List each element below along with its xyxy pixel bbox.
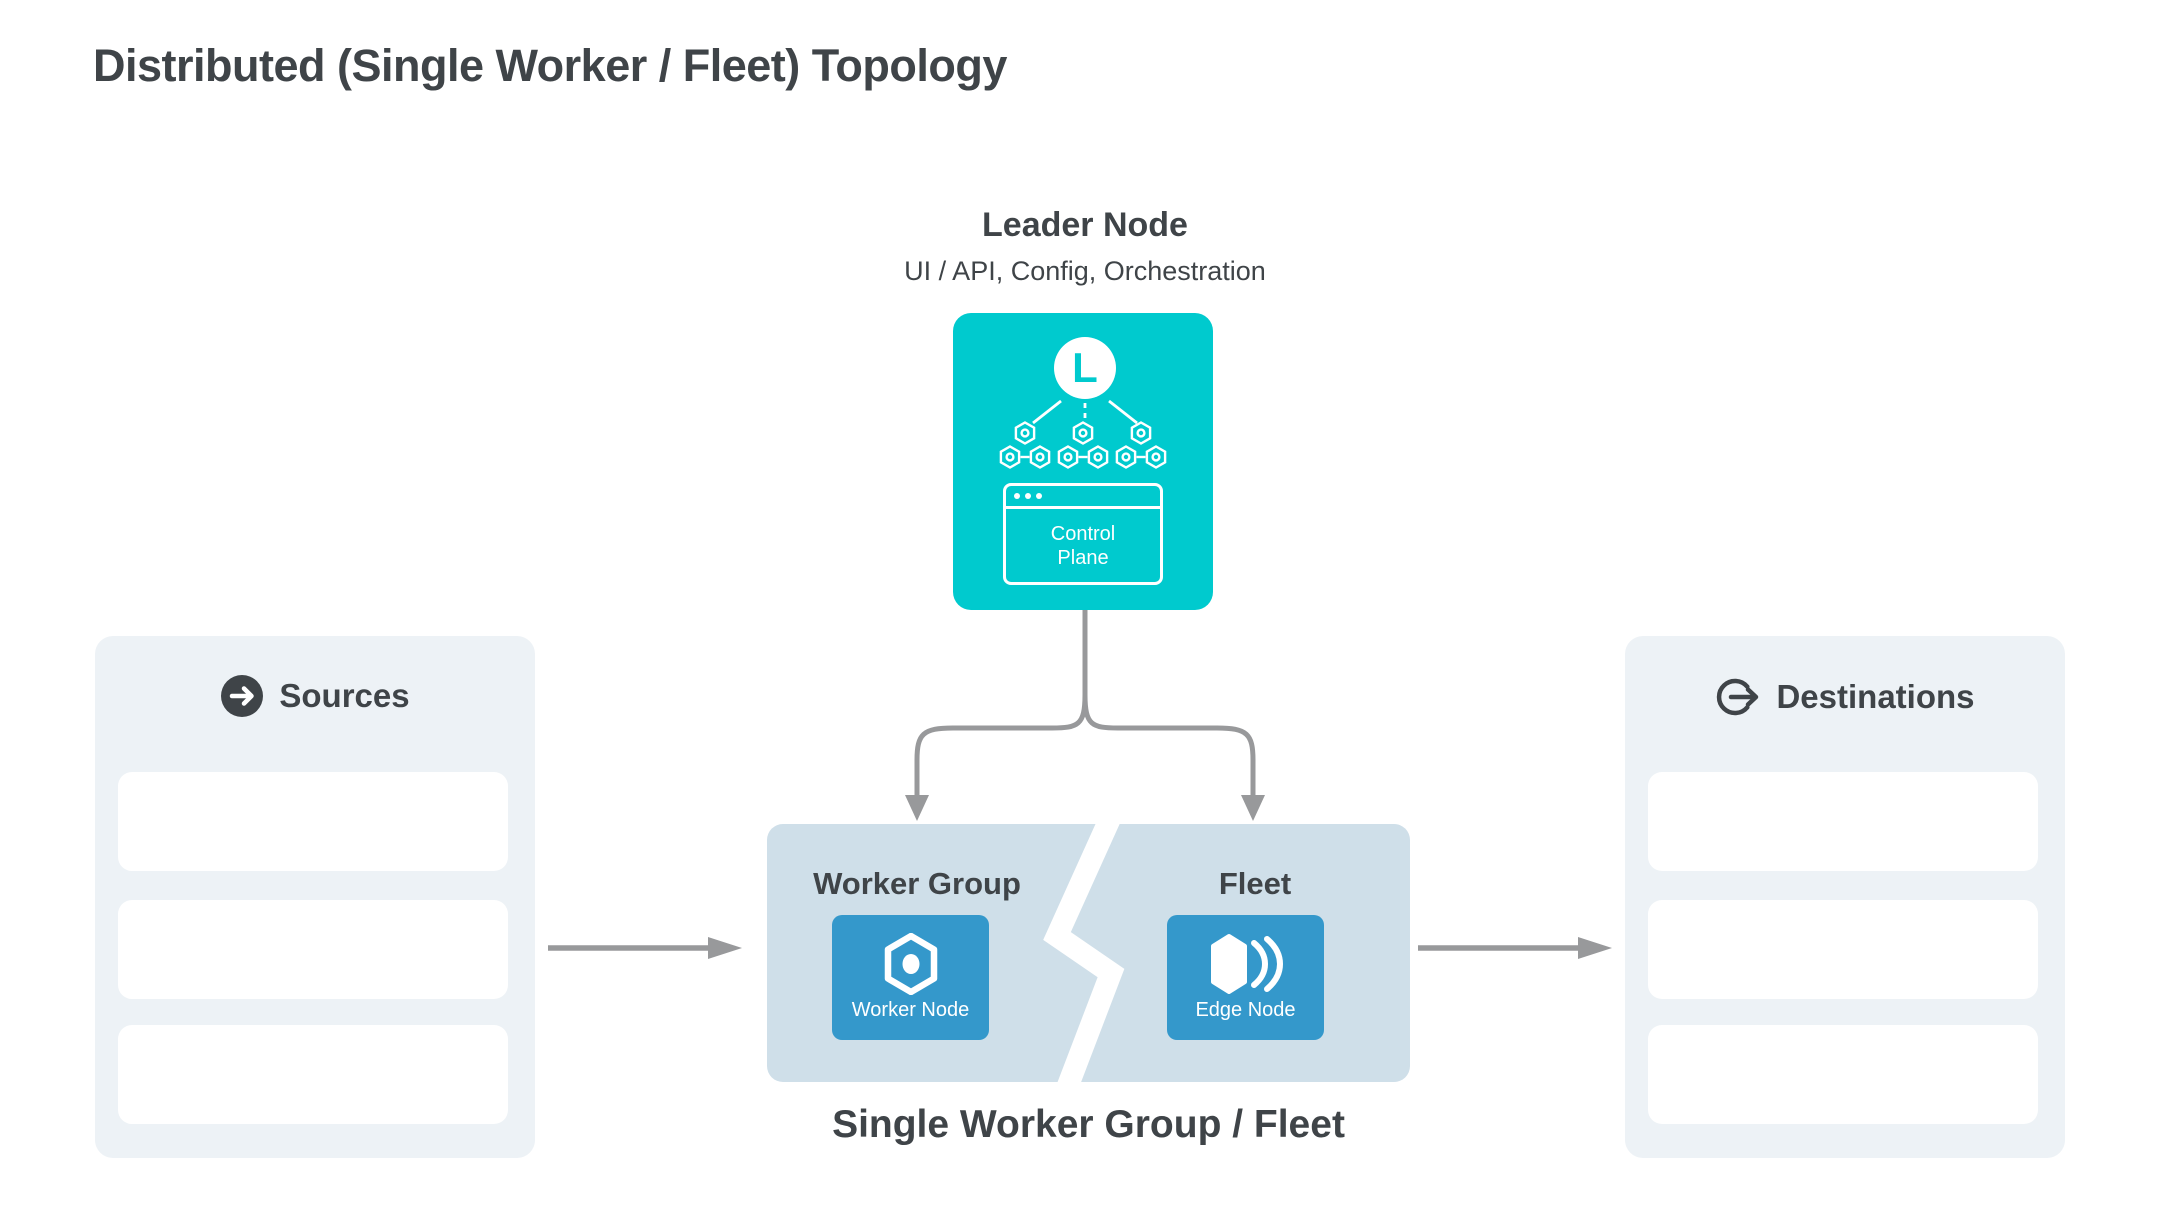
control-plane-label: Control Plane [1006, 509, 1160, 582]
source-slot [118, 1025, 508, 1124]
control-plane-line1: Control [1050, 522, 1116, 545]
destination-slot [1648, 772, 2038, 871]
control-plane-window-icon: Control Plane [1003, 483, 1163, 585]
window-dot-icon [1014, 493, 1020, 499]
sources-label: Sources [279, 677, 410, 714]
edge-node-label: Edge Node [1195, 999, 1296, 1021]
worker-node-icon [884, 933, 937, 995]
group-to-destinations-arrow [1418, 937, 1612, 959]
leader-node-heading: Leader Node [982, 206, 1188, 244]
destination-slot [1648, 1025, 2038, 1124]
destinations-header: Destinations [1625, 636, 2065, 720]
leader-node-card: L [953, 313, 1213, 610]
sources-header: Sources [95, 636, 535, 718]
worker-node-card: Worker Node [832, 915, 989, 1040]
leader-badge-letter: L [1072, 344, 1098, 391]
window-dot-icon [1025, 493, 1031, 499]
destinations-panel: Destinations [1625, 636, 2065, 1158]
page-title: Distributed (Single Worker / Fleet) Topo… [93, 40, 1007, 91]
source-slot [118, 900, 508, 999]
source-slot [118, 772, 508, 871]
destinations-arrow-icon [1717, 678, 1759, 716]
window-titlebar [1006, 486, 1160, 509]
control-plane-line2: Plane [1057, 546, 1109, 569]
worker-cluster-tree-icon [953, 399, 1213, 483]
split-divider-icon [1043, 824, 1125, 1082]
leader-to-group-connector [905, 610, 1265, 821]
edge-node-icon [1210, 934, 1283, 994]
sources-to-group-arrow [548, 937, 742, 959]
leader-badge-icon: L [1054, 337, 1116, 399]
sources-panel: Sources [95, 636, 535, 1158]
worker-group-fleet-box: Worker Group Fleet Worker Node Edge Node [767, 824, 1410, 1082]
cluster-caption: Single Worker Group / Fleet [832, 1103, 1345, 1146]
worker-node-label: Worker Node [851, 999, 970, 1021]
destinations-label: Destinations [1776, 678, 1975, 715]
window-dot-icon [1036, 493, 1042, 499]
fleet-label: Fleet [1218, 866, 1292, 901]
leader-node-subheading: UI / API, Config, Orchestration [904, 256, 1266, 286]
destination-slot [1648, 900, 2038, 999]
edge-node-card: Edge Node [1167, 915, 1324, 1040]
sources-arrow-icon [221, 675, 264, 717]
worker-group-label: Worker Group [813, 866, 1021, 901]
